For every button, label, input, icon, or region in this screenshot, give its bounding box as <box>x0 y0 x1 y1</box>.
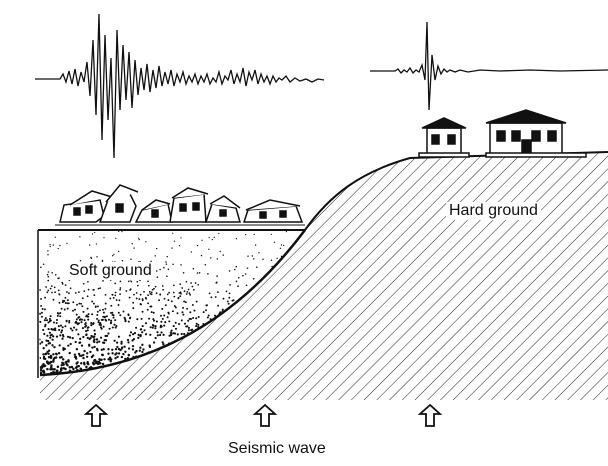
hard-ground-label: Hard ground <box>446 202 541 220</box>
seismogram-hard <box>370 21 608 111</box>
up-arrow-icon <box>252 403 278 427</box>
hard-ground-surface <box>304 151 608 231</box>
up-arrow-icon <box>83 403 109 427</box>
soft-ground-label: Soft ground <box>66 262 155 280</box>
standing-house-icon <box>418 109 587 158</box>
up-arrow-icon <box>417 403 443 427</box>
collapsed-houses-icon <box>55 184 305 226</box>
soft-hard-boundary <box>39 229 306 377</box>
seismic-wave-label: Seismic wave <box>228 440 326 457</box>
seismogram-soft <box>35 13 325 159</box>
